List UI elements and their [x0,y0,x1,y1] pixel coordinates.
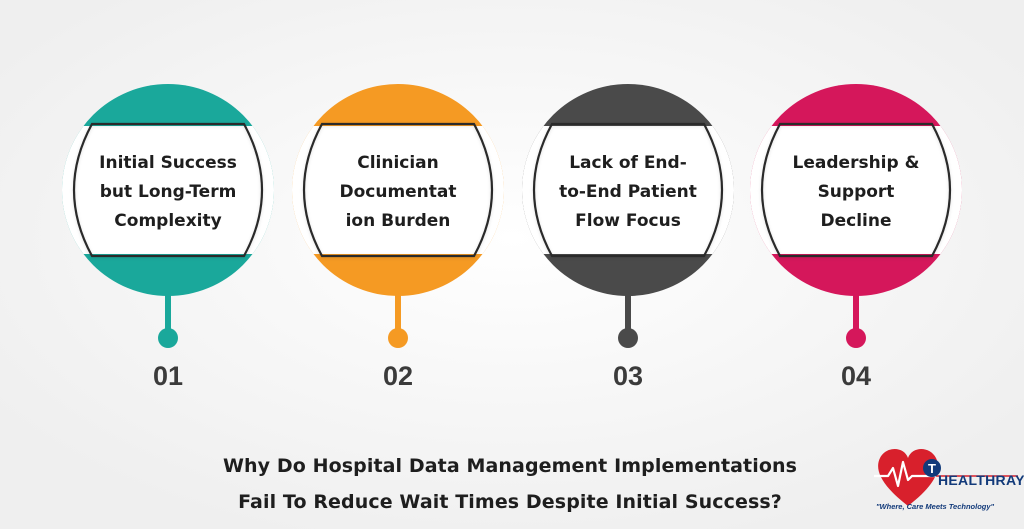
heart-ecg-icon: T [874,449,1018,506]
step-frame [73,122,263,258]
step-dot [618,328,638,348]
step-band [750,126,962,254]
step-dot [846,328,866,348]
step-number: 03 [613,361,643,391]
step-label-line: ion Burden [346,211,451,231]
step-number: 02 [383,361,413,391]
healthray-logo: T HEALTHRAY "Where, Care Meets Technolog… [872,440,1024,524]
svg-text:T: T [928,461,936,476]
step-label-line: Leadership & [793,153,920,173]
footer-title-line-1: Why Do Hospital Data Management Implemen… [222,455,798,477]
step-label-line: Decline [820,211,891,231]
step-label-line: Support [818,182,895,202]
logo-tagline: "Where, Care Meets Technology" [876,502,995,511]
step-label-line: Documentat [339,182,456,202]
step-dot [388,328,408,348]
logo-name: HEALTHRAY [938,472,1024,488]
step-band [522,126,734,254]
step-label-line: Lack of End- [569,153,687,173]
step-frame [761,122,951,258]
step-dot [158,328,178,348]
step-number: 04 [841,361,871,391]
step-frame [533,122,723,258]
step-label-line: to-End Patient [559,182,697,202]
step-label-line: but Long-Term [100,182,237,202]
step-label-line: Clinician [357,153,439,173]
step-frame [303,122,493,258]
step-band [62,126,274,254]
step-number: 01 [153,361,183,391]
step-label-line: Initial Success [99,153,237,173]
step-label-line: Flow Focus [575,211,681,231]
footer-title-line-2: Fail To Reduce Wait Times Despite Initia… [238,491,782,513]
step-label-line: Complexity [114,211,221,231]
step-band [292,126,504,254]
